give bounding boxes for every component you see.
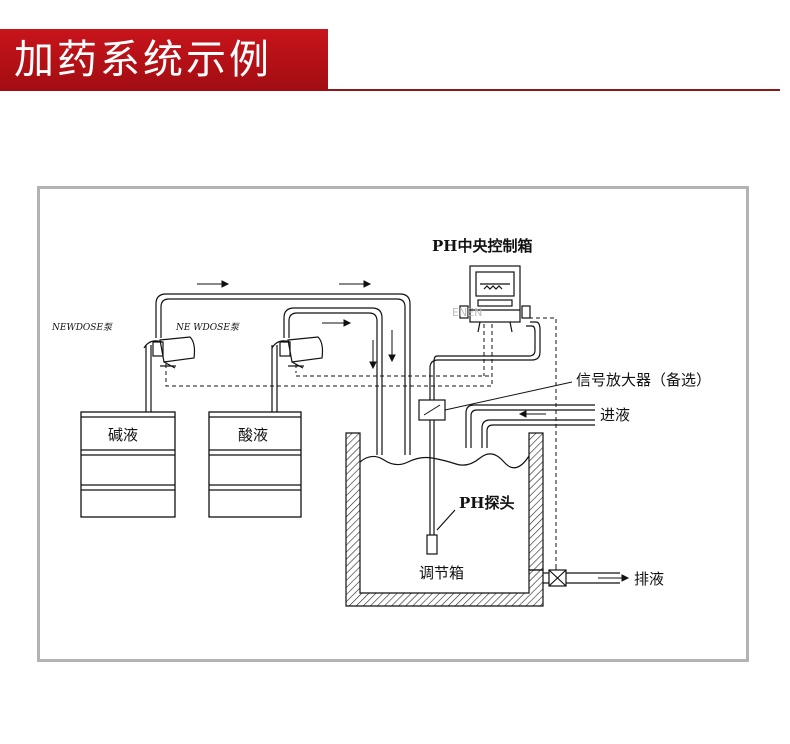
- outlet-label: 排液: [634, 570, 664, 588]
- outlet-arrow: [598, 574, 630, 582]
- signal-amplifier: [418, 381, 573, 421]
- inlet-arrow: [518, 410, 546, 418]
- page-title: 加药系统示例: [14, 37, 272, 83]
- acid-drum: [208, 411, 302, 518]
- discharge-pipes: [155, 293, 411, 455]
- signal-amplifier-label: 信号放大器（备选）: [576, 371, 711, 389]
- ph-probe: [426, 420, 456, 555]
- alkali-pump: [143, 336, 196, 369]
- pump-label-alkali: NEWDOSE泵: [51, 322, 113, 333]
- acid-pump: [271, 336, 324, 369]
- pump-label-acid: NE WDOSE泵: [175, 322, 240, 333]
- inlet-pipes: [465, 404, 595, 448]
- flow-arrows: [197, 280, 396, 370]
- suction-lines: [145, 345, 278, 412]
- inlet-label: 进液: [600, 406, 630, 424]
- alkali-drum: [80, 411, 176, 518]
- probe-label: PH探头: [459, 494, 514, 512]
- diagram-frame: [37, 186, 749, 662]
- sensor-cable: [429, 321, 541, 400]
- alkali-label: 碱液: [108, 426, 138, 444]
- signal-lines: [165, 317, 557, 578]
- tank-label: 调节箱: [419, 564, 464, 582]
- acid-label: 酸液: [238, 426, 268, 444]
- liquid-surface: [359, 453, 530, 469]
- regulating-tank: [345, 432, 544, 607]
- title-divider: [328, 89, 780, 91]
- outlet-pipe: [543, 569, 620, 587]
- controller-label: PH中央控制箱: [432, 237, 532, 255]
- ph-controller: [459, 265, 531, 333]
- watermark-text: ENEN: [452, 306, 482, 319]
- title-banner: 加药系统示例: [0, 29, 328, 91]
